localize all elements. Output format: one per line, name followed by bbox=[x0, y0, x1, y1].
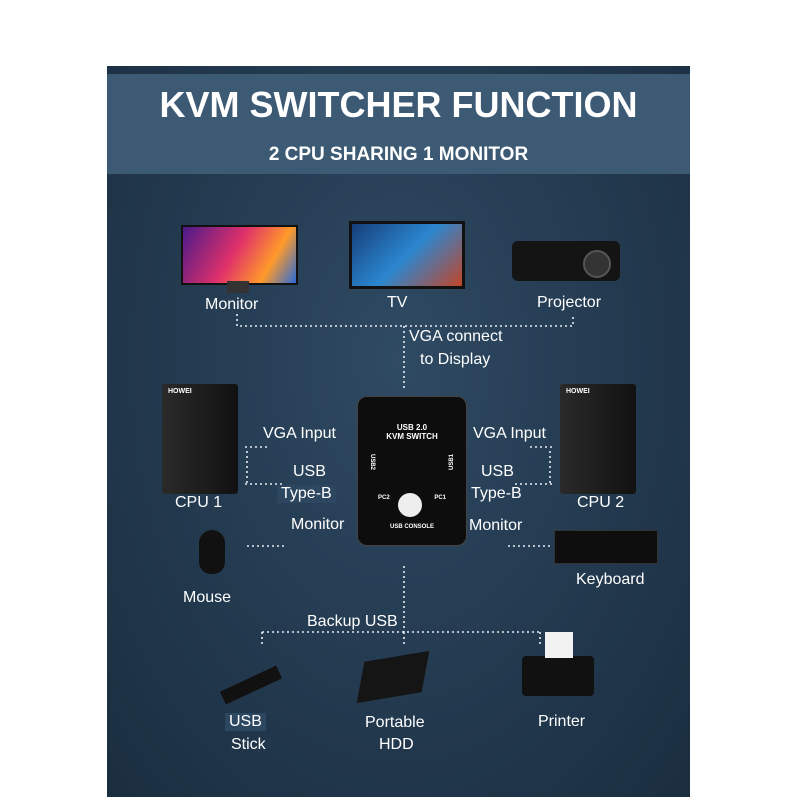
label-vga-connect: VGA connect bbox=[409, 328, 503, 345]
kvm-pc2: PC2 bbox=[378, 495, 390, 501]
label-keyboard: Keyboard bbox=[576, 571, 645, 588]
label-right-usb: USB bbox=[481, 463, 514, 480]
kvm-console: USB CONSOLE bbox=[389, 524, 434, 530]
kvm-infographic: KVM SWITCHER FUNCTION 2 CPU SHARING 1 MO… bbox=[107, 66, 690, 797]
mouse-image bbox=[199, 530, 225, 574]
printer-image bbox=[522, 656, 594, 696]
label-portable: Portable bbox=[365, 714, 425, 731]
label-tv: TV bbox=[387, 294, 408, 311]
kvm-switch: USB 2.0 KVM SWITCH USB2 USB1 PC2 PC1 USB… bbox=[357, 396, 467, 546]
label-mouse: Mouse bbox=[183, 589, 232, 606]
cpu1-tower: HOWEI bbox=[162, 384, 238, 494]
label-printer: Printer bbox=[538, 713, 586, 730]
label-left-usb: USB bbox=[293, 463, 326, 480]
keyboard-image bbox=[554, 530, 658, 564]
cpu2-brand: HOWEI bbox=[566, 388, 590, 395]
label-to-display: to Display bbox=[420, 351, 491, 368]
kvm-pc1: PC1 bbox=[434, 495, 446, 501]
cpu2-tower: HOWEI bbox=[560, 384, 636, 494]
label-cpu2: CPU 2 bbox=[577, 494, 625, 511]
label-left-typeb: Type-B bbox=[277, 485, 336, 503]
cpu1-brand: HOWEI bbox=[168, 388, 192, 395]
label-stick: Stick bbox=[231, 736, 266, 753]
label-right-monitor: Monitor bbox=[469, 517, 523, 534]
label-left-vga: VGA Input bbox=[263, 425, 336, 442]
page-title: KVM SWITCHER FUNCTION bbox=[159, 84, 638, 125]
label-projector: Projector bbox=[537, 294, 602, 311]
monitor-image bbox=[181, 225, 298, 285]
label-backup-usb: Backup USB bbox=[307, 613, 398, 630]
kvm-switch-button bbox=[398, 493, 422, 517]
tv-image bbox=[349, 221, 465, 289]
label-right-typeb: Type-B bbox=[471, 485, 522, 502]
label-monitor: Monitor bbox=[205, 296, 259, 313]
label-cpu1: CPU 1 bbox=[175, 494, 223, 511]
connection-lines bbox=[236, 314, 574, 646]
projector-lens bbox=[583, 250, 611, 278]
kvm-usb2: USB2 bbox=[369, 453, 376, 471]
kvm-usb1: USB1 bbox=[448, 453, 455, 471]
kvm-line2: KVM SWITCH bbox=[386, 432, 438, 441]
title-banner bbox=[107, 74, 690, 174]
label-left-monitor: Monitor bbox=[291, 516, 345, 533]
page-subtitle: 2 CPU SHARING 1 MONITOR bbox=[268, 144, 529, 165]
monitor-stand bbox=[227, 281, 249, 293]
label-right-vga: VGA Input bbox=[473, 425, 546, 442]
printer-paper bbox=[545, 632, 573, 658]
label-hdd: HDD bbox=[379, 736, 414, 753]
kvm-line1: USB 2.0 bbox=[396, 423, 428, 432]
label-usb: USB bbox=[225, 713, 266, 731]
